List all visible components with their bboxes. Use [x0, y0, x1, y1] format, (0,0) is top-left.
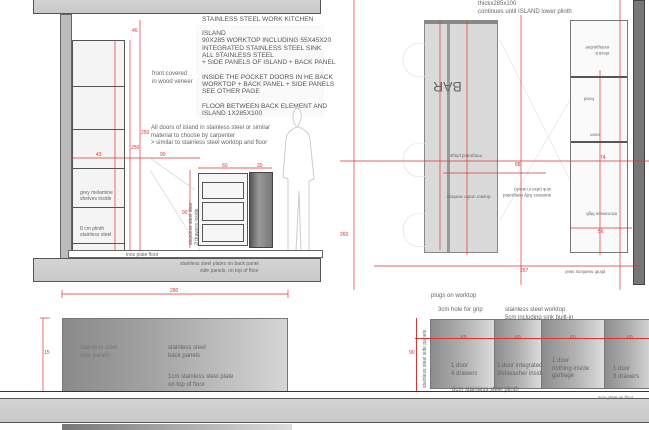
plan-dim-74: 74 [600, 155, 606, 161]
person-silhouette [282, 106, 315, 252]
floor-slab [33, 258, 321, 282]
dim-46: 46 [132, 28, 138, 34]
worktop-note: stainless steel worktop 5cm including si… [505, 307, 574, 321]
plan-label-drawer: drawer under worktop [447, 194, 491, 200]
plates-note: stainless steel plates on back panel sid… [180, 261, 259, 274]
plan-top-note: thickx285x100 continues until ISLAND low… [478, 1, 572, 15]
dim-door-90: 90 [182, 210, 188, 216]
back-plate-note: 1cm stainless steel plate on top of floo… [168, 374, 234, 388]
front-cabinet: 1 door 4 drawers 60 1 door integrated di… [430, 319, 649, 389]
tall-cabinet [72, 40, 125, 258]
back-elevation-dims [40, 290, 289, 392]
right-wall [633, 0, 645, 285]
plinth-note: 8 cm plinth stainless steel [80, 226, 112, 238]
floor-inox-note: inox plate as floor [598, 395, 634, 400]
back-width-dim: 280 [170, 288, 179, 294]
plan-label-plugs: integrated plugs [450, 153, 483, 159]
unit-garbage: 1 door nothing inside garbage 60 [542, 320, 605, 388]
height-dim-line [416, 318, 417, 392]
dim-43: 43 [96, 152, 102, 158]
floor-slab-lower [0, 398, 649, 423]
spec-box [196, 25, 324, 118]
dim-250b: 250 [131, 145, 140, 151]
plan-label-oven: oven [590, 132, 600, 138]
spec-title: STAINLESS STEEL WORK KITCHEN [202, 16, 314, 23]
plan-label-microwave: microwave high [586, 211, 618, 217]
door-note: stainless steel door 3 drawers inside [188, 202, 200, 245]
island-cabinet [198, 173, 248, 246]
floor-line-left [0, 391, 390, 392]
dim-30: 30 [257, 163, 263, 169]
plan-dim-260: 260 [340, 232, 349, 238]
next-panel-edge [62, 424, 292, 430]
floor-line-right [390, 391, 649, 392]
plan-lines [340, 0, 649, 290]
plinth-note-front: 8cm stainless steel plinth [452, 387, 519, 393]
plan-dim-56: 56 [598, 229, 604, 235]
doors-note: All doors of island in stainless steel o… [151, 125, 271, 146]
unit-drawers-3: 1 door 3 drawers 60 [605, 320, 649, 388]
island-side-panel [249, 172, 273, 248]
back-side-note: stainless steel side panels [80, 345, 118, 359]
spec-text: ISLAND 90X285 WORKTOP INCLUDING 55X45X20… [202, 30, 336, 118]
shelves-note: grey melamine shelves inside [80, 190, 113, 202]
back-panel [62, 318, 288, 392]
front-note: front covered in wood veneer [152, 71, 193, 85]
dim-90: 90 [160, 152, 166, 158]
plugs-note: plugs on worktop [431, 293, 477, 299]
plan-label-fridge: electric extinguisher [585, 45, 610, 57]
dim-250: 250 [141, 130, 150, 136]
worktop-dim-line [415, 338, 649, 339]
floor-plinth-strip [68, 250, 323, 258]
front-height-dim: 90 [409, 350, 415, 356]
ceiling-slab [33, 0, 321, 14]
right-cabinet [570, 20, 628, 253]
dim-60: 60 [222, 163, 228, 169]
back-height-dim: 15 [44, 350, 50, 356]
section-dimension-lines [72, 20, 272, 255]
plan-dim-88: 88 [515, 162, 521, 168]
plan-label-plinth: plinth stainless steel [565, 269, 606, 275]
bar-column [424, 20, 498, 253]
floor-note: inox plate floor [126, 252, 159, 258]
plan-label-sink: stainless fully integrated sink (also in… [503, 187, 552, 199]
plan-dim-267: 267 [520, 268, 529, 274]
unit-drawers-4: 1 door 4 drawers 60 [431, 320, 495, 388]
unit-dishwasher: 1 door integrated dishwasher inside 60 [495, 320, 545, 388]
plan-label-hood: hood [584, 96, 595, 102]
grip-note: 3cm hole for grip [438, 307, 483, 313]
back-panels-note: stainless steel back panels [168, 345, 206, 359]
